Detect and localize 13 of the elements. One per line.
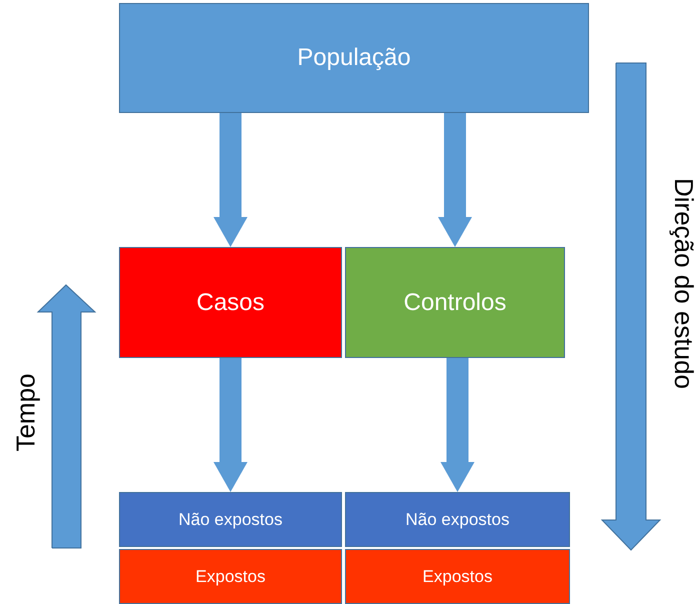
cases-box: Casos: [119, 247, 342, 358]
axis-label: Direção do estudo: [668, 177, 698, 389]
arrow: [438, 113, 472, 247]
arrow: [214, 113, 248, 247]
category-bar: Não expostos: [345, 492, 570, 547]
category-bar: Não expostos: [119, 492, 342, 547]
controls-box: Controlos: [345, 247, 565, 358]
population-box: População: [119, 3, 589, 113]
arrow: [214, 358, 248, 492]
category-bar: Expostos: [119, 549, 342, 604]
axis-label: Tempo: [10, 372, 42, 452]
arrow: [440, 358, 474, 492]
category-bar: Expostos: [345, 549, 570, 604]
